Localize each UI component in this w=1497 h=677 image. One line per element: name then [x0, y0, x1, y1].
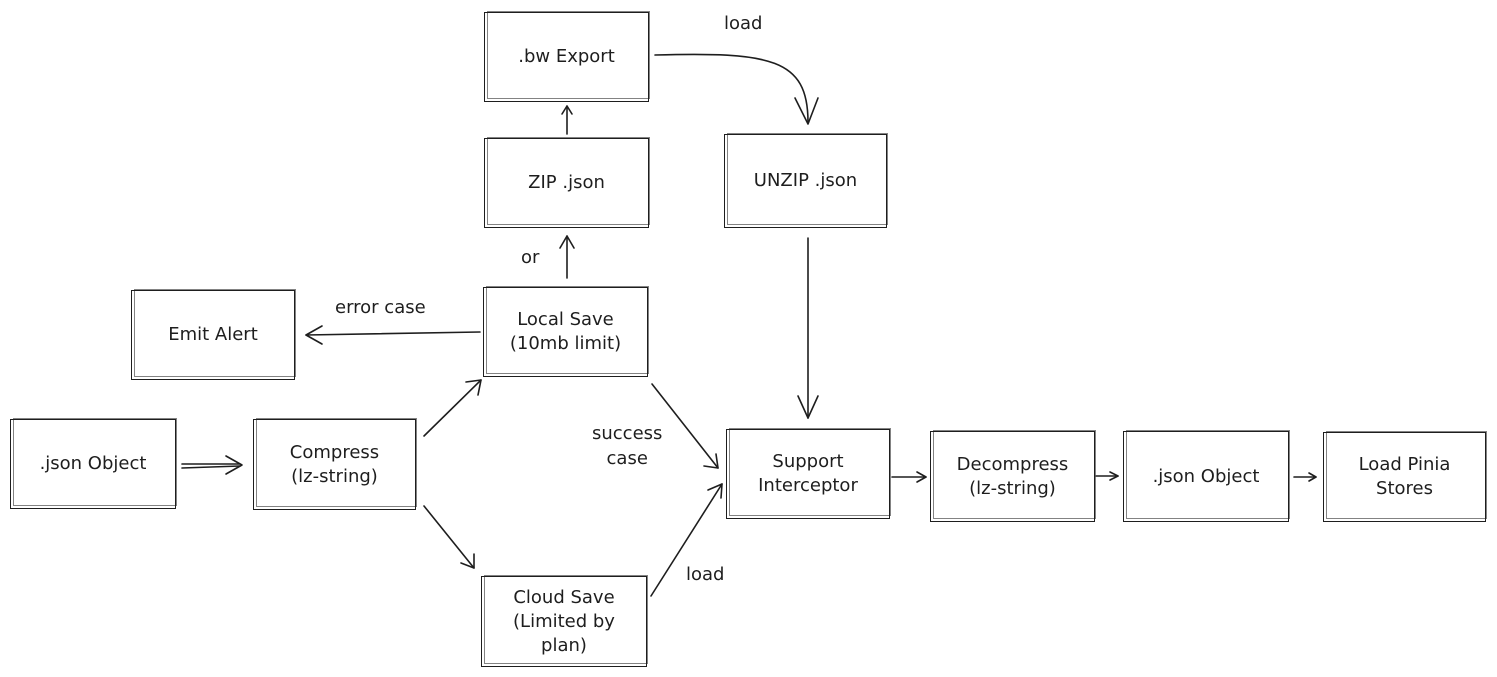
node-decompress: Decompress (lz-string) — [930, 430, 1096, 522]
arrow-local-save-to-emit-alert — [305, 325, 481, 345]
node-zip-json: ZIP .json — [484, 137, 650, 228]
edge-label-load-top: load — [724, 13, 763, 34]
node-load-pinia-stores: Load Pinia Stores — [1323, 431, 1487, 522]
node-cloud-save: Cloud Save (Limited by plan) — [481, 575, 648, 667]
arrow-support-interceptor-to-decompress — [891, 471, 927, 483]
arrow-local-save-to-zip — [559, 235, 575, 279]
node-json-object-right: .json Object — [1123, 430, 1290, 522]
node-emit-alert: Emit Alert — [131, 289, 296, 380]
node-compress: Compress (lz-string) — [253, 418, 417, 510]
arrow-local-save-to-support-interceptor — [651, 383, 719, 469]
edge-label-success-case: success case — [592, 423, 663, 469]
arrow-cloud-save-to-support-interceptor — [650, 483, 723, 597]
arrow-zip-to-bw-export — [561, 105, 573, 135]
arrow-decompress-to-json-object — [1095, 471, 1119, 481]
edge-label-or: or — [521, 247, 540, 268]
arrow-json-to-compress — [181, 455, 243, 475]
arrow-compress-to-local-save — [423, 379, 482, 437]
arrow-json-object-to-load-pinia — [1293, 472, 1317, 482]
node-json-object-left: .json Object — [10, 418, 177, 509]
node-local-save: Local Save (10mb limit) — [483, 286, 649, 377]
node-unzip-json: UNZIP .json — [724, 133, 888, 228]
edge-label-load-bottom: load — [686, 564, 725, 585]
edge-label-error-case: error case — [335, 297, 426, 318]
arrow-unzip-to-support-interceptor — [797, 237, 819, 419]
arrow-bw-export-to-unzip — [654, 53, 819, 125]
arrow-compress-to-cloud-save — [423, 505, 475, 569]
node-bw-export: .bw Export — [484, 11, 650, 102]
node-support-interceptor: Support Interceptor — [726, 428, 891, 519]
